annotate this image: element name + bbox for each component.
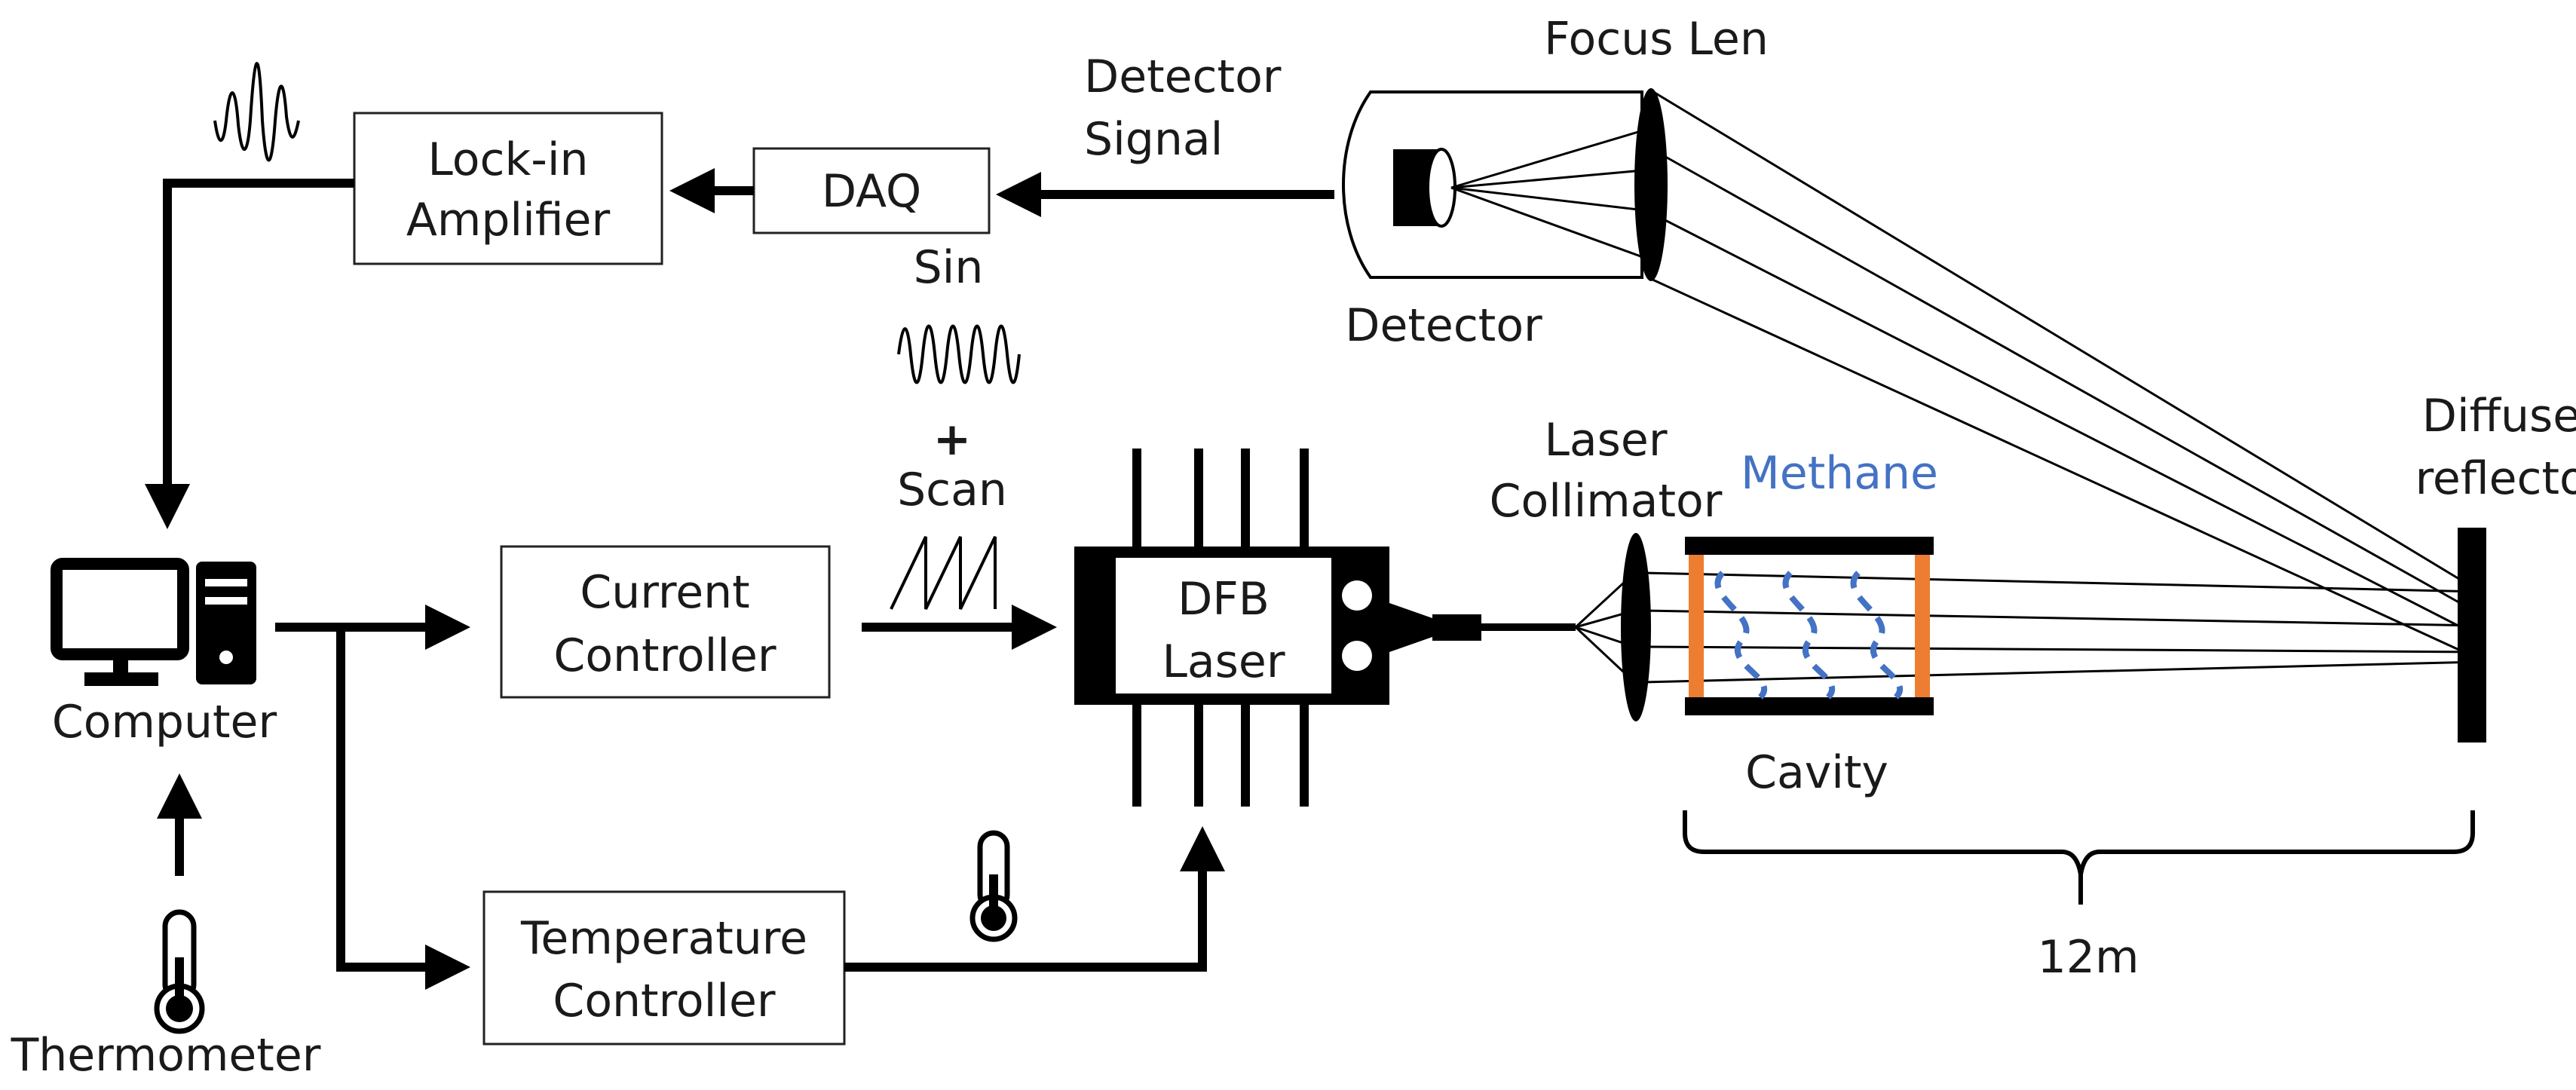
outgoing-beam-4 [1643,660,2481,684]
distance-label: 12m [2038,931,2140,984]
outgoing-beam-3 [1643,645,2481,654]
arrow-to-temperature-controller [336,627,470,990]
distance-brace [1683,810,2475,905]
detector-label: Detector [1345,299,1542,352]
current-controller-box: Current Controller [500,545,831,699]
sine-wave-icon [897,324,1021,384]
arrow-lockin-to-computer [145,179,354,529]
methane-label: Methane [1741,447,1938,500]
lockin-amplifier-box: Lock-in Amplifier [353,112,663,265]
thermometer-label: Thermometer [11,1029,321,1082]
thermometer-icon [154,909,205,1034]
outgoing-beam-1 [1643,571,2481,593]
dfb-laser: DFB Laser [1074,449,1481,807]
computer-label: Computer [52,696,277,749]
sawtooth-wave-icon [890,536,997,610]
detector-assembly [1342,88,1668,281]
computer-icon [51,558,256,686]
temperature-controller-box: Temperature Controller [482,890,846,1046]
scan-label: Scan [897,464,1007,516]
detector-icon [1393,148,1456,228]
laser-collimator-label-1: Laser [1544,414,1667,467]
lockin-label-1: Lock-in [427,133,588,186]
modulated-signal-icon [213,62,300,162]
daq-label: DAQ [822,165,921,218]
detector-signal-label-2: Signal [1084,113,1223,166]
lens-icon [1634,88,1668,281]
diffuse-reflector [2458,528,2486,742]
sin-label: Sin [914,241,984,294]
cavity [1685,537,1934,715]
temperature-controller-label-1: Temperature [520,912,807,965]
lockin-label-2: Amplifier [406,194,611,246]
laser-collimator-label-2: Collimator [1490,475,1723,528]
dfb-label-2: Laser [1162,635,1285,688]
return-ray-3 [1654,213,2481,638]
diffuse-reflector-label-2: reflector [2415,452,2576,505]
thermometer-icon [969,830,1018,942]
cavity-label: Cavity [1745,746,1888,799]
return-ray-2 [1654,149,2481,616]
return-ray-1 [1650,89,2481,593]
outgoing-beam-2 [1643,609,2481,627]
temperature-controller-label-2: Controller [553,975,775,1027]
dfb-label-1: DFB [1178,573,1270,626]
diffuse-reflector-label-1: Diffuse [2422,390,2576,442]
detector-signal-label-1: Detector [1084,51,1282,103]
current-controller-label-2: Controller [553,629,776,682]
current-controller-label-1: Current [580,566,749,619]
plus-label: + [933,413,971,466]
dfb-pins [1132,449,1309,807]
return-ray-4 [1650,277,2481,661]
focus-len-label: Focus Len [1544,13,1769,66]
daq-box: DAQ [752,147,991,234]
arrow-temperature-to-dfb [844,826,1225,972]
laser-collimator-lens [1621,533,1651,721]
